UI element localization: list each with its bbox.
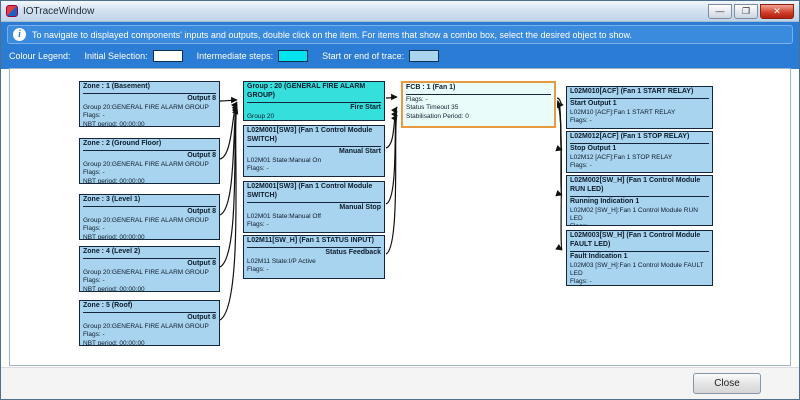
node-run-led[interactable]: L02M002[SW_H] (Fan 1 Control Module RUN … (566, 175, 713, 226)
node-detail: NBT period: 00:00:00 (83, 233, 145, 240)
node-zone-2[interactable]: Zone : 2 (Ground Floor) Output 8 Group 2… (79, 138, 220, 184)
legend-label: Colour Legend: (9, 51, 71, 61)
node-port: Output 8 (187, 313, 216, 321)
node-detail: L02M01 State:Manual On (247, 156, 322, 164)
node-manual-stop[interactable]: L02M001[SW3] (Fan 1 Control Module SWITC… (243, 181, 385, 233)
legend-trace-swatch (409, 50, 440, 62)
node-detail: Flags: - (247, 266, 269, 274)
node-detail: NBT period: 00:00:00 (83, 120, 145, 127)
legend-intermediate-label: Intermediate steps: (196, 51, 274, 61)
node-detail: Group 20 (247, 112, 275, 120)
node-detail: NBT period: 00:00:00 (83, 339, 145, 346)
node-port: Output 8 (187, 151, 216, 159)
node-title: L02M002[SW_H] (Fan 1 Control Module RUN … (570, 177, 709, 197)
node-detail: Group 20:GENERAL FIRE ALARM GROUP (83, 268, 209, 276)
node-detail: Flags: - (83, 169, 105, 177)
node-zone-5[interactable]: Zone : 5 (Roof) Output 8 Group 20:GENERA… (79, 300, 220, 346)
node-zone-3[interactable]: Zone : 3 (Level 1) Output 8 Group 20:GEN… (79, 194, 220, 240)
node-group-20[interactable]: Group : 20 (GENERAL FIRE ALARM GROUP) Fi… (243, 81, 385, 121)
node-title: FCB : 1 (Fan 1) (406, 84, 551, 95)
node-detail: Flags: - (83, 225, 105, 233)
legend-initial-swatch (152, 50, 183, 62)
minimize-button-icon[interactable]: — (708, 3, 732, 19)
node-zone-4[interactable]: Zone : 4 (Level 2) Output 8 Group 20:GEN… (79, 246, 220, 292)
node-detail: Group 20:GENERAL FIRE ALARM GROUP (83, 322, 209, 330)
colour-legend: Colour Legend: Initial Selection: Interm… (7, 50, 793, 62)
node-detail: Group 20:GENERAL FIRE ALARM GROUP (83, 160, 209, 168)
node-port: Output 8 (187, 94, 216, 102)
maximize-button-icon[interactable]: ❐ (734, 3, 758, 19)
node-detail: Flags: - (247, 221, 269, 229)
node-detail: Flags: - (570, 278, 592, 286)
node-port: Manual Stop (339, 203, 381, 211)
node-title: Zone : 5 (Roof) (83, 302, 216, 313)
node-manual-start[interactable]: L02M001[SW3] (Fan 1 Control Module SWITC… (243, 125, 385, 177)
window-title: IOTraceWindow (23, 5, 95, 17)
node-detail: Group 20:GENERAL FIRE ALARM GROUP (83, 103, 209, 111)
node-port: Status Feedback (325, 248, 381, 256)
legend-initial-label: Initial Selection: (84, 51, 148, 61)
node-detail: Status Timeout 35 (406, 104, 459, 112)
node-port: Running Indication 1 (570, 197, 640, 205)
node-port: Fire Start (350, 103, 381, 111)
node-detail: Group 20:GENERAL FIRE ALARM GROUP (83, 216, 209, 224)
node-title: L02M001[SW3] (Fan 1 Control Module SWITC… (247, 183, 381, 203)
node-detail: Flags: - (406, 95, 428, 103)
node-title: L02M003[SW_H] (Fan 1 Control Module FAUL… (570, 232, 709, 252)
node-title: Zone : 3 (Level 1) (83, 196, 216, 207)
title-bar: IOTraceWindow — ❐ ✕ (1, 1, 799, 22)
node-detail: Flags: - (570, 223, 709, 225)
node-detail: Flags: - (247, 165, 269, 173)
node-fault-led[interactable]: L02M003[SW_H] (Fan 1 Control Module FAUL… (566, 230, 713, 286)
node-title: Group : 20 (GENERAL FIRE ALARM GROUP) (247, 83, 381, 103)
window-icon (6, 5, 18, 17)
node-detail: NBT period: 00:00:00 (83, 285, 145, 292)
node-stop-relay[interactable]: L02M012[ACF] (Fan 1 STOP RELAY) Stop Out… (566, 131, 713, 173)
node-status-feedback[interactable]: L02M11[SW_H] (Fan 1 STATUS INPUT) Status… (243, 235, 385, 279)
node-title: Zone : 1 (Basement) (83, 83, 216, 94)
node-title: L02M11[SW_H] (Fan 1 STATUS INPUT) (247, 237, 381, 248)
node-title: L02M010[ACF] (Fan 1 START RELAY) (570, 88, 709, 99)
close-button[interactable]: Close (693, 373, 761, 394)
node-port: Stop Output 1 (570, 144, 617, 152)
node-detail: L02M03 [SW_H]:Fan 1 Control Module FAULT… (570, 261, 704, 278)
close-button-icon[interactable]: ✕ (760, 3, 794, 19)
node-port: Output 8 (187, 259, 216, 267)
info-text: To navigate to displayed components' inp… (32, 29, 633, 40)
node-port: Output 8 (187, 207, 216, 215)
node-detail: Flags: - (570, 162, 592, 170)
node-title: Zone : 2 (Ground Floor) (83, 140, 216, 151)
node-port: Manual Start (338, 147, 381, 155)
node-detail: L02M01 State:Manual Off (247, 212, 321, 220)
node-detail: Flags: - (570, 117, 592, 125)
node-detail: Stabilisation Period: 0 (406, 112, 469, 120)
node-detail: L02M11 State:I/P Active (247, 257, 316, 265)
legend-trace-label: Start or end of trace: (322, 51, 405, 61)
header-banner: i To navigate to displayed components' i… (1, 22, 799, 69)
info-banner: i To navigate to displayed components' i… (7, 25, 793, 44)
node-port: Start Output 1 (570, 99, 617, 107)
node-detail: L02M10 [ACF]:Fan 1 START RELAY (570, 108, 676, 116)
node-detail: Flags: - (83, 277, 105, 285)
node-detail: L02M02 [SW_H]:Fan 1 Control Module RUN L… (570, 206, 698, 223)
node-title: Zone : 4 (Level 2) (83, 248, 216, 259)
node-detail: Flags: - (83, 112, 105, 120)
node-fcb-1[interactable]: FCB : 1 (Fan 1) Flags: - Status Timeout … (401, 81, 556, 128)
node-port: Fault Indication 1 (570, 252, 628, 260)
node-detail: Flags: - (83, 331, 105, 339)
node-detail: NBT period: 00:00:00 (83, 177, 145, 184)
info-icon: i (13, 28, 26, 41)
legend-intermediate-swatch (278, 50, 309, 62)
node-zone-1[interactable]: Zone : 1 (Basement) Output 8 Group 20:GE… (79, 81, 220, 127)
footer-bar: Close (1, 367, 799, 399)
node-title: L02M012[ACF] (Fan 1 STOP RELAY) (570, 133, 709, 144)
node-detail: L02M12 [ACF]:Fan 1 STOP RELAY (570, 153, 673, 161)
node-start-relay[interactable]: L02M010[ACF] (Fan 1 START RELAY) Start O… (566, 86, 713, 129)
node-title: L02M001[SW3] (Fan 1 Control Module SWITC… (247, 127, 381, 147)
